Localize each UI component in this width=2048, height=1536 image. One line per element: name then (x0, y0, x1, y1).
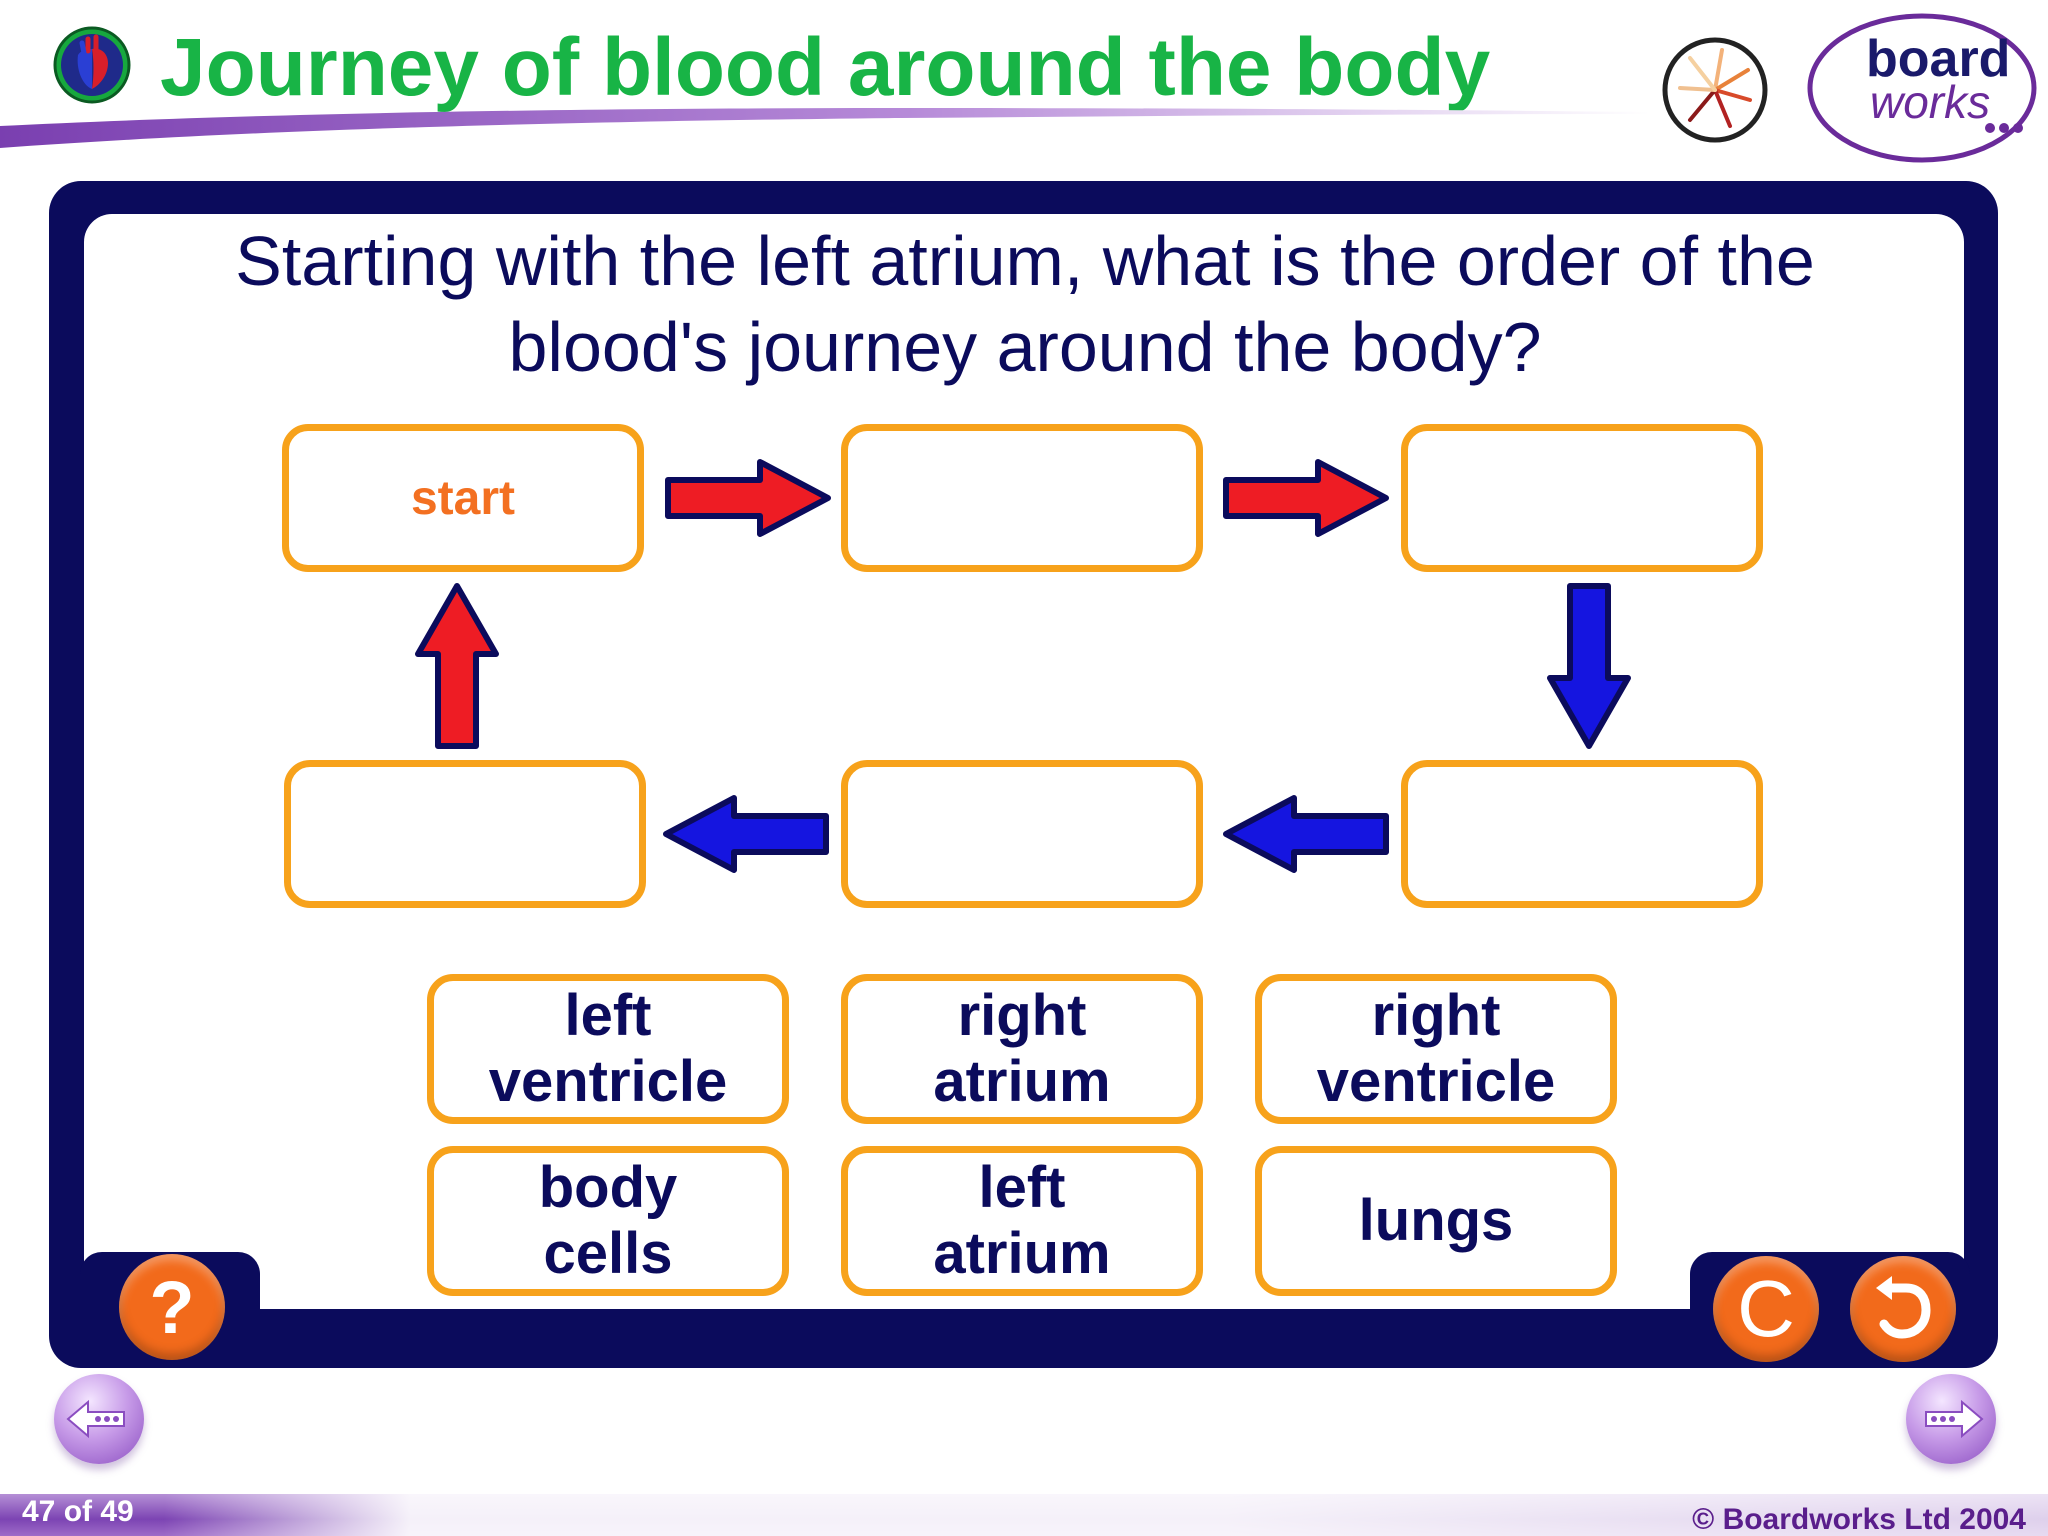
undo-button[interactable] (1850, 1256, 1956, 1362)
arrow-right-red (1223, 459, 1389, 537)
answer-card-body-cells[interactable]: body cells (427, 1146, 789, 1296)
drop-slot-4[interactable] (1401, 760, 1763, 908)
boardworks-logo: board works (1662, 13, 2037, 163)
drop-slot-2[interactable] (841, 424, 1203, 572)
answer-card-lungs[interactable]: lungs (1255, 1146, 1617, 1296)
answer-card-right-ventricle[interactable]: right ventricle (1255, 974, 1617, 1124)
copyright-text: © Boardworks Ltd 2004 (1692, 1503, 2026, 1536)
answer-card-left-ventricle[interactable]: left ventricle (427, 974, 789, 1124)
page-title: Journey of blood around the body (160, 22, 1491, 113)
drop-slot-3[interactable] (1401, 424, 1763, 572)
svg-text:works: works (1870, 76, 1990, 128)
arrow-down-blue (1547, 583, 1631, 749)
arrow-right-red (665, 459, 831, 537)
previous-slide-button[interactable] (54, 1374, 144, 1464)
help-button[interactable]: ? (119, 1254, 225, 1360)
arrow-up-red (415, 583, 499, 749)
next-slide-button[interactable] (1906, 1374, 1996, 1464)
heart-icon (53, 26, 131, 104)
page-counter: 47 of 49 (22, 1495, 134, 1528)
previous-slide-icon (66, 1399, 125, 1439)
answer-card-right-atrium[interactable]: right atrium (841, 974, 1203, 1124)
reset-button[interactable]: C (1713, 1256, 1819, 1362)
svg-text:board: board (1866, 30, 2010, 88)
slot-label-start: start (410, 471, 516, 525)
undo-icon (1876, 1276, 1931, 1339)
drop-slot-start[interactable]: start (282, 424, 644, 572)
reset-icon: C (1737, 1264, 1795, 1353)
drop-slot-6[interactable] (284, 760, 646, 908)
arrow-left-blue (1223, 795, 1389, 873)
answer-card-left-atrium[interactable]: left atrium (841, 1146, 1203, 1296)
drop-slot-5[interactable] (841, 760, 1203, 908)
question-icon: ? (149, 1265, 195, 1349)
question-text: Starting with the left atrium, what is t… (235, 222, 1815, 386)
header-underline (0, 108, 1650, 148)
footer-fade (0, 1494, 2048, 1536)
arrow-left-blue (663, 795, 829, 873)
next-slide-icon (1925, 1399, 1984, 1439)
